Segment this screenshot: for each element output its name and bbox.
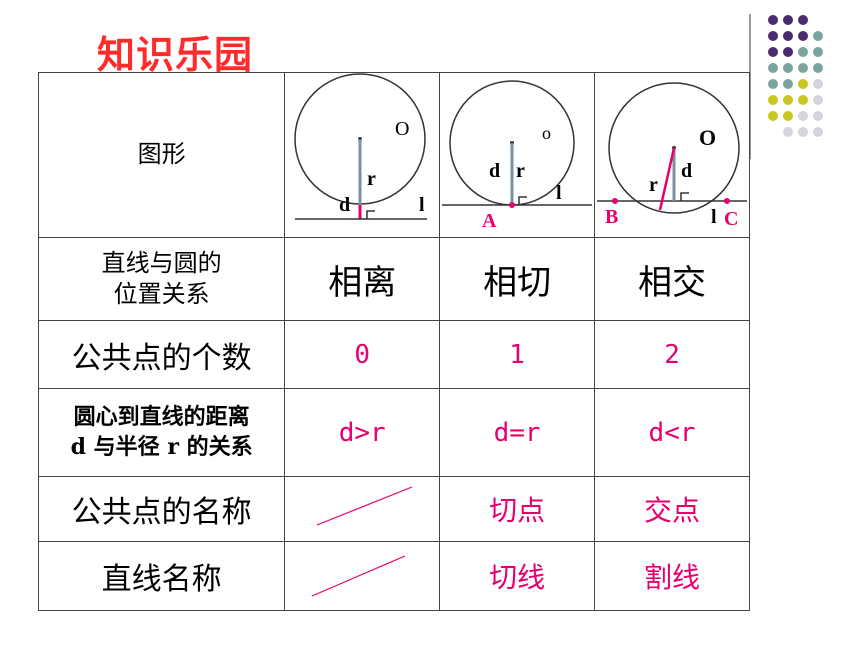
tangent-point-label: A [482,210,497,232]
cell-intersect: 相交 [594,237,750,321]
figure-tangent: o d r l A [439,72,596,238]
cell-count-intersect: 2 [594,320,750,389]
strike-slash [316,486,413,526]
row-label-point-name: 公共点的名称 [37,476,286,542]
radius-label: r [367,168,376,190]
row-label-line-name: 直线名称 [37,541,286,611]
figure-separate: O r d l [284,72,441,238]
radius-label: r [649,174,658,196]
cell-point-name-intersect: 交点 [594,476,750,542]
cell-separate: 相离 [284,237,441,321]
line-label: l [419,194,425,216]
circle-tangent-diagram: o d r l A [442,80,593,232]
comparison-table: 图形 O r d l [37,72,750,611]
table-row: 公共点的名称 切点 交点 [37,476,750,542]
cell-relation-separate: d>r [284,388,441,477]
decorative-dot-grid [768,15,823,137]
table-row: 图形 O r d l [37,72,750,238]
row-label-relation: 圆心到直线的距离 d 与半径 r 的关系 [37,388,286,477]
line-label: l [711,206,717,228]
intersect-point-b-label: B [605,206,618,228]
cell-point-name-separate [284,476,441,542]
intersect-point-c-label: C [724,208,738,230]
circle-intersect-diagram: O d r l B C [597,82,748,230]
table-row: 直线与圆的 位置关系 相离 相切 相交 [37,237,750,321]
page-title: 知识乐园 [97,33,254,77]
cell-relation-tangent: d=r [439,388,596,477]
table-row: 直线名称 切线 割线 [37,541,750,611]
row-label-count: 公共点的个数 [37,320,286,389]
cell-point-name-tangent: 切点 [439,476,596,542]
circle-separate-diagram: O r d l [294,73,428,220]
cell-relation-intersect: d<r [594,388,750,477]
center-label: o [542,123,551,143]
center-label: O [395,118,409,140]
distance-label: d [489,160,500,182]
center-label: O [699,125,716,150]
decorative-divider [749,14,751,159]
row-label-position: 直线与圆的 位置关系 [37,237,286,321]
table-row: 公共点的个数 0 1 2 [37,320,750,389]
figure-intersect: O d r l B C [594,72,750,238]
radius-label: r [516,160,525,182]
distance-label: d [681,160,692,182]
table-row: 圆心到直线的距离 d 与半径 r 的关系 d>r d=r d<r [37,388,750,477]
cell-tangent: 相切 [439,237,596,321]
cell-count-tangent: 1 [439,320,596,389]
cell-count-separate: 0 [284,320,441,389]
distance-label: d [339,194,350,216]
cell-line-name-tangent: 切线 [439,541,596,611]
strike-slash [311,555,406,597]
row-label-figure: 图形 [37,72,286,238]
cell-line-name-intersect: 割线 [594,541,750,611]
cell-line-name-separate [284,541,441,611]
line-label: l [556,182,562,204]
